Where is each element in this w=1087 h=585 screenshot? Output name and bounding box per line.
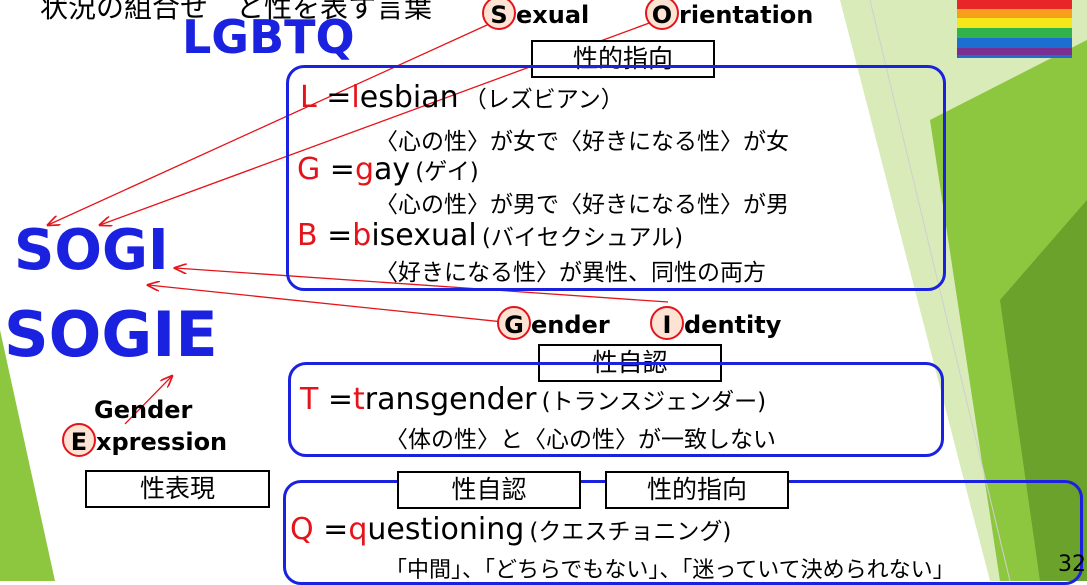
t-box (288, 362, 944, 457)
arrow-g (148, 285, 514, 324)
sogi-heading: SOGI (14, 218, 169, 283)
page-title: 状況の組合せ と性を表す言葉 (40, 0, 433, 24)
term-g-desc: 〈心の性〉が男で〈好きになる性〉が男 (375, 192, 789, 218)
arrow-e (124, 376, 172, 425)
term-q: Q =questioning (クエスチョニング) (290, 512, 732, 547)
e-circle: E (62, 423, 96, 457)
lgbtq-heading: LGBTQ (182, 10, 355, 64)
green-deco-left (0, 330, 55, 581)
label-gender-identity-2: 性自認 (397, 471, 581, 509)
label-gender-expression: 性表現 (85, 470, 270, 508)
term-q-desc: 「中間」、「どちらでもない」、「迷っていて決められない」 (385, 558, 955, 583)
term-l-desc: 〈心の性〉が女で〈好きになる性〉が女 (375, 129, 789, 155)
term-g: G =gay (ゲイ) (297, 152, 479, 187)
term-b: B =bisexual (バイセクシュアル) (297, 218, 684, 253)
lgb-box (286, 65, 946, 291)
label-sexual-orientation-2: 性的指向 (605, 471, 789, 509)
arrow-s (48, 19, 499, 225)
g-circle: G (497, 306, 531, 340)
arrow-i (175, 268, 669, 303)
term-l: L =lesbian （レズビアン） (300, 80, 624, 115)
term-b-desc: 〈好きになる性〉が異性、同性の両方 (375, 260, 766, 286)
thin-line (869, 0, 1011, 581)
gender-expression-line1: Gender (94, 396, 193, 424)
label-sexual-orientation: 性的指向 (531, 40, 715, 78)
o-circle: O (645, 0, 679, 30)
s-circle: S (482, 0, 516, 30)
i-circle: I (650, 306, 684, 340)
term-t: T =transgender (トランスジェンダー) (300, 382, 767, 417)
term-t-desc: 〈体の性〉と〈心の性〉が一致しない (385, 427, 776, 453)
page-number: 32 (1058, 552, 1086, 577)
sogie-heading: SOGIE (4, 298, 218, 371)
